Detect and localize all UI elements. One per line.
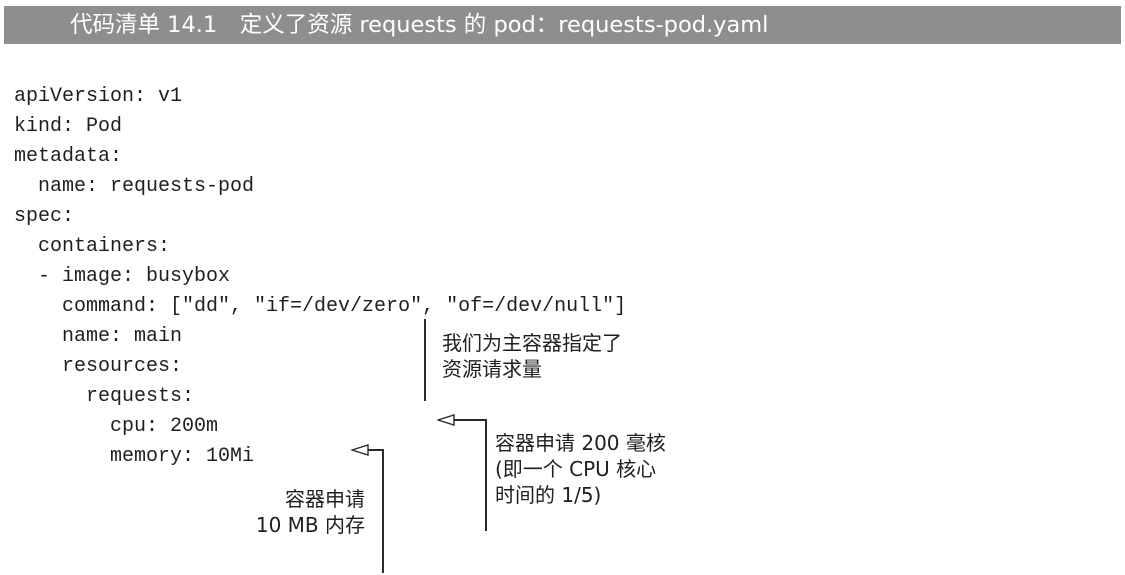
code-line: memory: 10Mi — [14, 445, 255, 468]
code-line: name: main — [14, 325, 183, 348]
listing-title: 代码清单 14.1 定义了资源 requests 的 pod：requests-… — [70, 12, 769, 38]
code-line: metadata: — [14, 145, 123, 168]
cpu-callout-line — [485, 419, 487, 531]
code-line: spec: — [14, 205, 75, 228]
cpu-note: 容器申请 200 毫核 (即一个 CPU 核心 时间的 1/5) — [495, 430, 666, 508]
cpu-arrow-icon — [437, 414, 455, 426]
code-line: name: requests-pod — [14, 175, 255, 198]
code-line: apiVersion: v1 — [14, 85, 183, 108]
resources-note: 我们为主容器指定了 资源请求量 — [442, 330, 622, 382]
cpu-note-line: 时间的 1/5) — [495, 483, 602, 507]
code-line: containers: — [14, 235, 171, 258]
memory-note-line: 容器申请 — [285, 487, 365, 511]
resources-note-line: 资源请求量 — [442, 357, 542, 381]
cpu-note-line: (即一个 CPU 核心 — [495, 457, 657, 481]
cpu-callout-line — [454, 419, 486, 421]
listing-banner: 代码清单 14.1 定义了资源 requests 的 pod：requests-… — [4, 6, 1121, 44]
memory-callout-line — [382, 449, 384, 573]
cpu-note-line: 容器申请 200 毫核 — [495, 431, 666, 455]
code-line: command: ["dd", "if=/dev/zero", "of=/dev… — [14, 295, 627, 318]
resources-note-line: 我们为主容器指定了 — [442, 331, 622, 355]
code-line: requests: — [14, 385, 195, 408]
memory-arrow-icon — [351, 444, 369, 456]
resources-callout-line — [424, 319, 426, 401]
code-line: kind: Pod — [14, 115, 123, 138]
code-line: cpu: 200m — [14, 415, 219, 438]
code-block: apiVersion: v1 kind: Pod metadata: name: r… — [14, 82, 626, 472]
memory-note-line: 10 MB 内存 — [255, 513, 365, 537]
memory-callout-line — [368, 449, 383, 451]
code-line: resources: — [14, 355, 183, 378]
memory-note: 容器申请 10 MB 内存 — [200, 486, 365, 538]
code-line: - image: busybox — [14, 265, 231, 288]
